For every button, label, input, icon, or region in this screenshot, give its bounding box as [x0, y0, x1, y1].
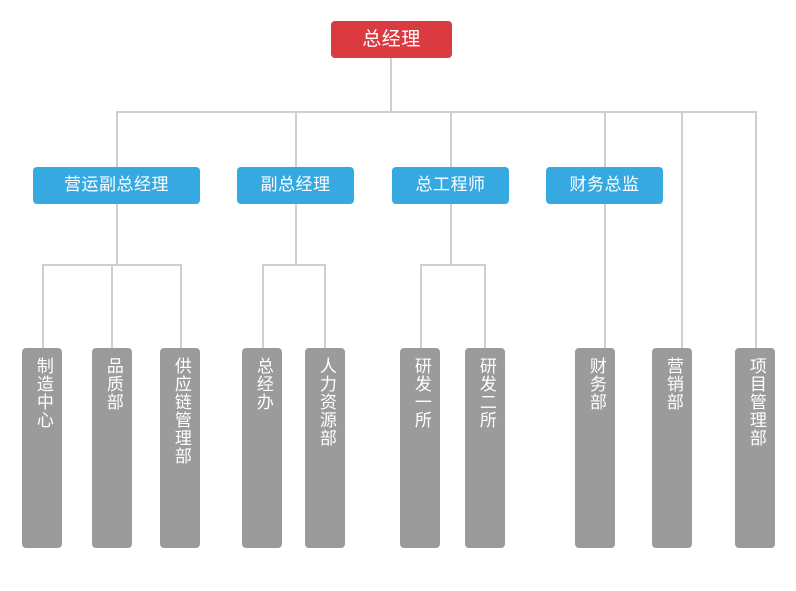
node-deputy-general-manager[interactable]: 副总经理: [237, 167, 354, 204]
connector-bus-dep-gm: [262, 264, 326, 266]
node-quality-department[interactable]: 品质部: [92, 348, 132, 548]
connector-stem-dep-gm: [295, 203, 297, 265]
connector-drop-rd1: [420, 264, 422, 348]
node-general-manager-office[interactable]: 总经办: [242, 348, 282, 548]
connector-stem-chief-eng: [450, 203, 452, 265]
connector-bus-chief-eng: [420, 264, 486, 266]
node-label: 供应链管理部: [170, 357, 191, 465]
node-chief-engineer[interactable]: 总工程师: [392, 167, 509, 204]
connector-drop-scm: [180, 264, 182, 348]
connector-drop-ops-vp: [116, 111, 118, 167]
node-supply-chain-management-department[interactable]: 供应链管理部: [160, 348, 200, 548]
node-label: 总经理: [362, 27, 421, 50]
node-operations-vice-general-manager[interactable]: 营运副总经理: [33, 167, 200, 204]
node-label: 副总经理: [260, 174, 331, 195]
node-label: 营运副总经理: [64, 174, 169, 195]
connector-drop-rd2: [484, 264, 486, 348]
node-project-management-department[interactable]: 项目管理部: [735, 348, 775, 548]
node-human-resources-department[interactable]: 人力资源部: [305, 348, 345, 548]
connector-drop-qa: [111, 264, 113, 348]
connector-drop-finance: [604, 111, 606, 348]
connector-drop-mfg: [42, 264, 44, 348]
node-rd-institute-one[interactable]: 研发一所: [400, 348, 440, 548]
node-manufacturing-center[interactable]: 制造中心: [22, 348, 62, 548]
node-label: 项目管理部: [745, 357, 766, 447]
node-label: 品质部: [102, 357, 123, 411]
node-rd-institute-two[interactable]: 研发二所: [465, 348, 505, 548]
node-label: 人力资源部: [315, 357, 336, 447]
node-label: 总工程师: [415, 174, 486, 195]
connector-drop-marketing: [681, 111, 683, 348]
connector-drop-chief-eng: [450, 111, 452, 167]
node-finance-department[interactable]: 财务部: [575, 348, 615, 548]
connector-stem-ops-vp: [116, 203, 118, 265]
connector-main-bus: [117, 111, 757, 113]
node-label: 总经办: [252, 357, 273, 411]
node-label: 研发一所: [410, 357, 431, 429]
node-marketing-department[interactable]: 营销部: [652, 348, 692, 548]
node-label: 营销部: [662, 357, 683, 411]
connector-drop-pmo: [755, 111, 757, 348]
node-label: 财务部: [585, 357, 606, 411]
connector-drop-dep-gm: [295, 111, 297, 167]
connector-root-stem: [390, 57, 392, 112]
connector-drop-hr: [324, 264, 326, 348]
node-label: 财务总监: [569, 174, 640, 195]
node-label: 研发二所: [475, 357, 496, 429]
connector-drop-gm-office: [262, 264, 264, 348]
node-finance-director[interactable]: 财务总监: [546, 167, 663, 204]
node-general-manager[interactable]: 总经理: [331, 21, 452, 58]
node-label: 制造中心: [32, 357, 53, 429]
